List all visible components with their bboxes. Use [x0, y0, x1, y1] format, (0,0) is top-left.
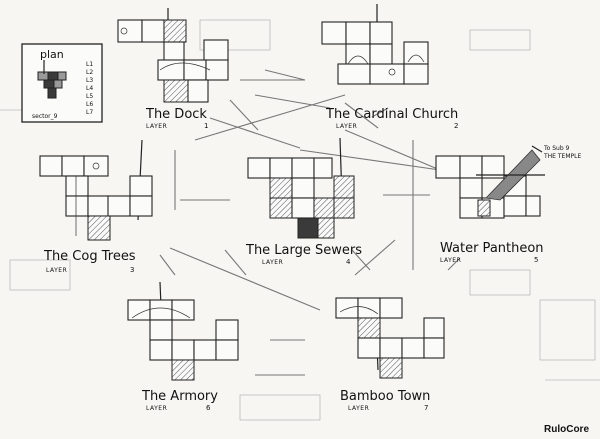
annotation-line2: THE TEMPLE: [543, 153, 581, 160]
sector-title: Water Pantheon: [440, 241, 544, 256]
plan-level-label: L4: [86, 85, 93, 92]
sector-bamboo-town: [335, 297, 445, 379]
layer-label: LAYER: [146, 123, 167, 130]
sector-title: The Cog Trees: [43, 249, 136, 264]
brand-watermark: RuloCore: [544, 424, 589, 435]
annotation-line1: To Sub 9: [543, 145, 570, 152]
sector-title: The Armory: [141, 389, 218, 404]
layer-number: 6: [206, 404, 211, 412]
plan-level-label: L3: [86, 77, 93, 84]
sector-title: The Cardinal Church: [325, 107, 458, 122]
plan-title: plan: [40, 48, 64, 61]
plan-level-label: L1: [86, 61, 93, 68]
plan-level-label: L5: [86, 93, 93, 100]
layer-number: 7: [424, 404, 428, 412]
sector-the-cardinal-church: [321, 4, 429, 85]
layer-label: LAYER: [46, 267, 67, 274]
sector-the-large-sewers: [247, 137, 355, 239]
plan-level-label: L2: [86, 69, 93, 76]
layer-label: LAYER: [440, 257, 461, 264]
plan-inset: plan L1 L2 L3 L4 L5 L6 L7 sector_9: [21, 43, 103, 123]
plan-level-label: L7: [86, 109, 93, 116]
connection-lines: [159, 69, 461, 376]
layer-label: LAYER: [348, 405, 369, 412]
layer-label: LAYER: [336, 123, 357, 130]
sector-water-pantheon: To Sub 9 THE TEMPLE: [435, 145, 581, 219]
layer-number: 4: [346, 258, 351, 266]
sector-title: The Dock: [145, 107, 207, 122]
sector-the-cog-trees: [39, 139, 153, 241]
plan-level-label: L6: [86, 101, 93, 108]
sector-the-dock: [117, 8, 229, 103]
layer-number: 3: [130, 266, 134, 274]
plan-levels: L1 L2 L3 L4 L5 L6 L7: [86, 61, 93, 116]
layer-label: LAYER: [262, 259, 283, 266]
sector-title: The Large Sewers: [245, 243, 362, 258]
layer-number: 1: [204, 122, 208, 130]
sector-the-armory: [127, 281, 239, 381]
layer-number: 2: [454, 122, 458, 130]
layer-number: 5: [534, 256, 538, 264]
layer-label: LAYER: [146, 405, 167, 412]
sector-title: Bamboo Town: [340, 389, 430, 404]
plan-footer: sector_9: [32, 113, 58, 120]
